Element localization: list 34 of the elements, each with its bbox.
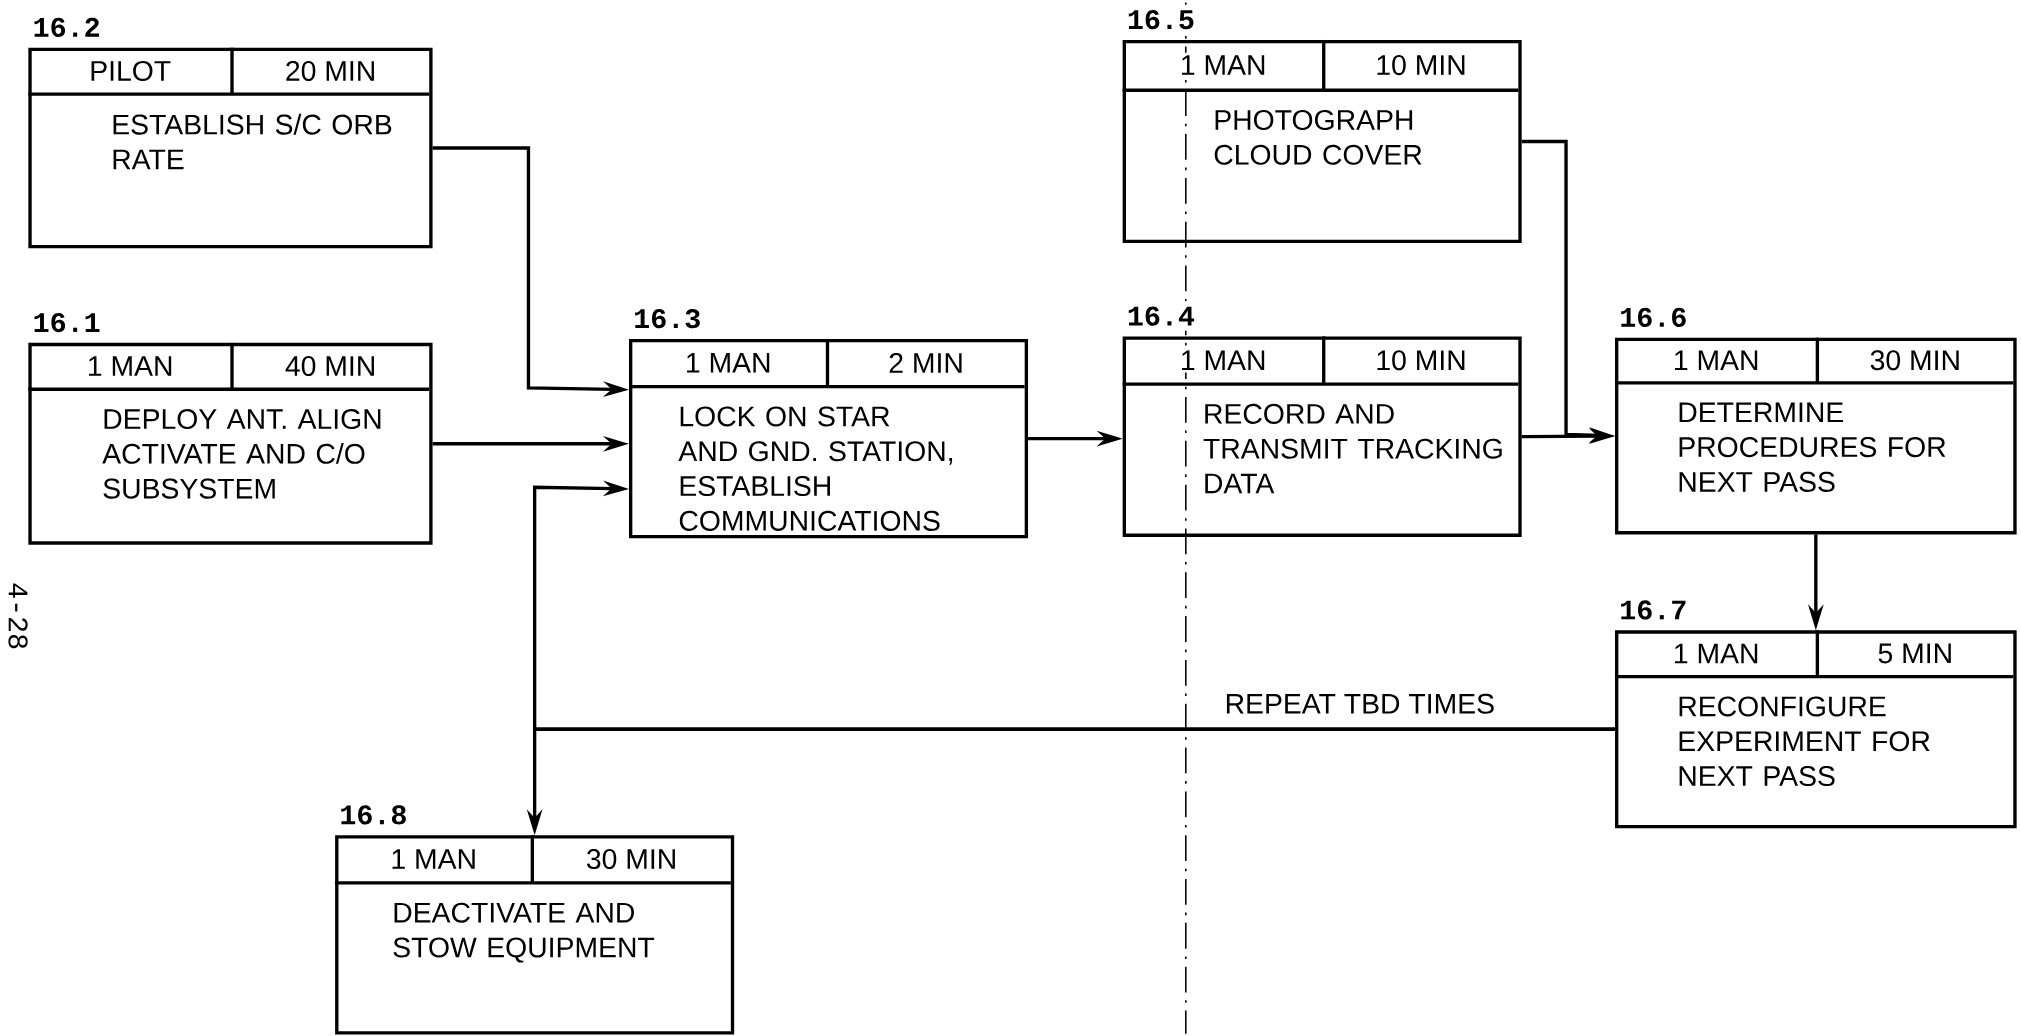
duration-label: 10 MIN — [1377, 54, 1465, 75]
crew-label: 1 MAN — [387, 846, 480, 872]
page-number: 4-28 — [8, 583, 28, 649]
task-description: LOCK ON STAR AND GND. STATION, ESTABLISH COMMUNICATIONS — [678, 406, 953, 531]
task-description: DETERMINE PROCEDURES FOR NEXT PASS — [1679, 402, 1946, 492]
duration-label: 20 MIN — [286, 60, 374, 81]
duration-label: 30 MIN — [1870, 350, 1959, 371]
crew-label: PILOT — [86, 58, 174, 84]
crew-label: 1 MAN — [1670, 347, 1763, 373]
duration-label: 30 MIN — [586, 848, 675, 869]
task-description: ESTABLISH S/C ORB RATE — [113, 113, 392, 170]
task-description: RECORD AND TRANSMIT TRACKING DATA — [1203, 403, 1502, 494]
duration-label: 10 MIN — [1377, 350, 1465, 371]
step-number: 16.7 — [1614, 595, 1693, 625]
crew-label: 1 MAN — [1670, 641, 1763, 666]
task-description: DEACTIVATE AND STOW EQUIPMENT — [393, 902, 655, 963]
task-description: PHOTOGRAPH CLOUD COVER — [1214, 109, 1422, 165]
step-number: 16.1 — [27, 307, 106, 338]
crew-label: 1 MAN — [84, 353, 177, 379]
step-number: 16.4 — [1121, 301, 1201, 331]
task-description: RECONFIGURE EXPERIMENT FOR NEXT PASS — [1679, 696, 1930, 786]
duration-label: 40 MIN — [285, 355, 374, 376]
crew-label: 1 MAN — [682, 350, 775, 375]
step-number: 16.3 — [628, 303, 707, 334]
step-number: 16.8 — [334, 800, 413, 830]
step-number: 16.6 — [1614, 302, 1693, 332]
duration-label: 5 MIN — [1878, 643, 1951, 664]
edge-label: REPEAT TBD TIMES — [1226, 693, 1494, 714]
step-number: 16.2 — [27, 12, 106, 42]
task-description: DEPLOY ANT. ALIGN ACTIVATE AND C/O SUBSYSTEM — [102, 408, 381, 499]
step-number: 16.5 — [1121, 4, 1201, 35]
crew-label: 1 MAN — [1177, 52, 1270, 78]
duration-label: 2 MIN — [889, 352, 962, 373]
crew-label: 1 MAN — [1177, 347, 1270, 373]
